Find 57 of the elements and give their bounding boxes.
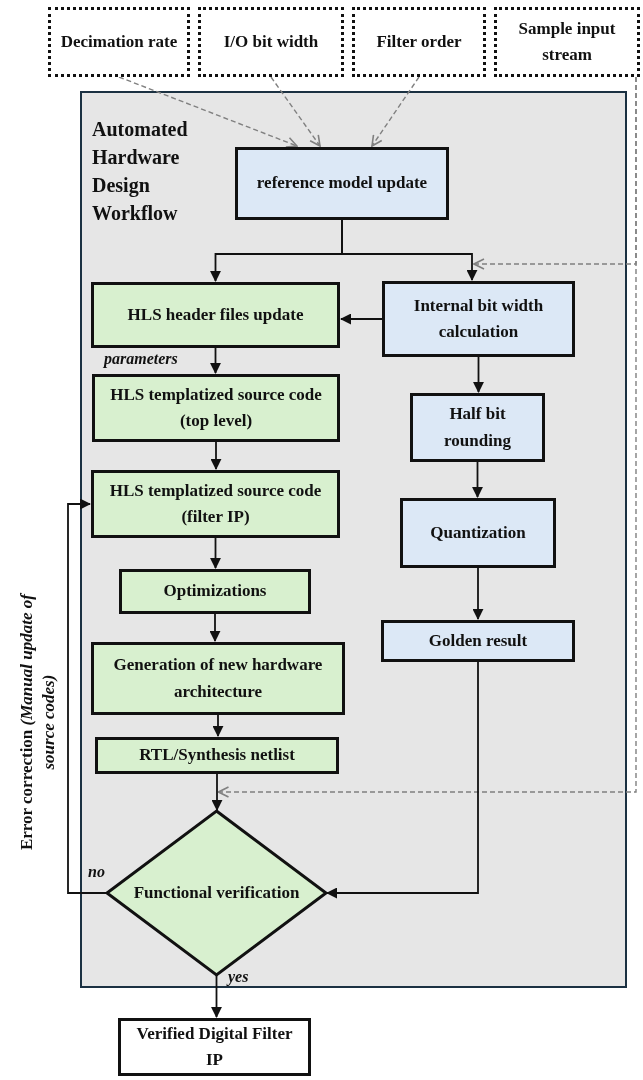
arrow (326, 661, 479, 899)
node-text: Generation of new hardware architecture (112, 654, 324, 703)
arrow (472, 461, 483, 498)
process-box (119, 569, 311, 614)
arrow (210, 537, 221, 569)
input-box (198, 7, 344, 77)
node-text: reference model update (255, 172, 429, 195)
edge-label: yes (228, 968, 249, 986)
arrow (67, 498, 108, 894)
input-box (494, 7, 640, 77)
arrow (210, 347, 221, 374)
input-box (48, 7, 190, 77)
process-box (235, 147, 449, 220)
process-box (410, 393, 545, 462)
input-box (352, 7, 486, 77)
workflow-panel (80, 91, 627, 988)
arrow (340, 313, 383, 325)
process-box (91, 470, 340, 538)
edge-label: no (88, 863, 105, 881)
node-text: HLS header files update (126, 303, 305, 326)
arrow (209, 613, 221, 642)
process-box (400, 498, 556, 568)
process-box (95, 737, 339, 774)
arrow (210, 441, 222, 470)
node-text: Quantization (429, 521, 527, 544)
node-text: Sample input stream (517, 17, 617, 66)
output-box (118, 1018, 311, 1076)
node-text: HLS templatized source code (filter IP) (108, 479, 323, 528)
edge-label: parameters (104, 350, 178, 368)
dashed-arrow (270, 76, 321, 147)
node-text: Golden result (427, 629, 529, 652)
node-text: Internal bit width calculation (412, 294, 545, 343)
node-text: HLS templatized source code (top level) (109, 383, 323, 432)
arrow (473, 356, 484, 393)
decision-diamond (107, 811, 326, 975)
process-box (91, 642, 345, 715)
arrow (212, 714, 224, 737)
arrow (341, 219, 478, 281)
node-text: I/O bit width (222, 30, 320, 53)
node-text: Verified Digital Filter IP (135, 1022, 294, 1071)
dashed-arrow (118, 76, 298, 148)
arrow (211, 773, 223, 811)
node-text: Decimation rate (59, 30, 179, 53)
arrow (472, 567, 484, 620)
process-box (91, 282, 340, 348)
process-box (382, 281, 575, 357)
dashed-arrow (217, 76, 637, 798)
process-box (92, 374, 340, 442)
dashed-arrow (371, 76, 420, 147)
process-box (381, 620, 575, 662)
arrow (211, 974, 222, 1018)
node-text: Half bit rounding (443, 403, 512, 452)
node-text: Filter order (375, 30, 463, 53)
node-text: RTL/Synthesis netlist (138, 744, 296, 767)
panel-title: Automated Hardware Design Workflow (92, 117, 189, 226)
node-text: Functional verification (132, 881, 301, 904)
node-text: Optimizations (162, 580, 268, 603)
